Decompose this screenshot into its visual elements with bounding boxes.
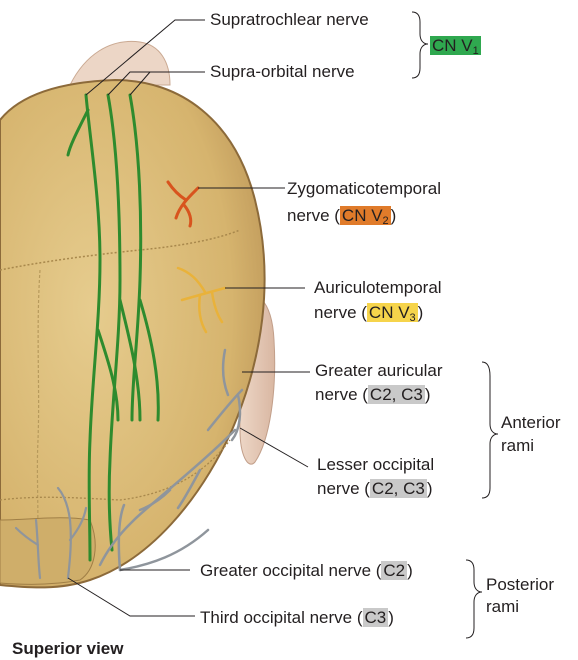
label-anterior-rami-line2: rami bbox=[501, 435, 534, 456]
label-supra-orbital-nerve: Supra-orbital nerve bbox=[210, 61, 355, 82]
brace-anterior-rami bbox=[482, 362, 498, 498]
label-third-occipital-nerve: Third occipital nerve (C3) bbox=[200, 607, 394, 628]
label-lesser-occipital-line1: Lesser occipital bbox=[317, 454, 434, 475]
lesser-occipital-segments: C2, C3 bbox=[370, 479, 427, 498]
label-greater-auricular-line2: nerve (C2, C3) bbox=[315, 384, 431, 405]
label-cn-v1: CN V1 bbox=[430, 35, 481, 56]
label-posterior-rami-line1: Posterior bbox=[486, 574, 554, 595]
braces bbox=[412, 12, 498, 638]
label-auriculotemporal-line1: Auriculotemporal bbox=[314, 277, 442, 298]
label-greater-occipital-nerve: Greater occipital nerve (C2) bbox=[200, 560, 413, 581]
view-caption: Superior view bbox=[12, 638, 123, 659]
label-zygomaticotemporal-line1: Zygomaticotemporal bbox=[287, 178, 441, 199]
label-posterior-rami-line2: rami bbox=[486, 596, 519, 617]
label-greater-auricular-line1: Greater auricular bbox=[315, 360, 443, 381]
third-occipital-segment: C3 bbox=[363, 608, 389, 627]
label-anterior-rami-line1: Anterior bbox=[501, 412, 561, 433]
label-auriculotemporal-line2: nerve (CN V3) bbox=[314, 302, 423, 323]
label-zygomaticotemporal-line2: nerve (CN V2) bbox=[287, 205, 396, 226]
forehead-skin bbox=[70, 41, 170, 85]
label-lesser-occipital-line2: nerve (C2, C3) bbox=[317, 478, 433, 499]
greater-occipital-segment: C2 bbox=[381, 561, 407, 580]
brace-cn-v1 bbox=[412, 12, 428, 78]
skull-cap bbox=[0, 80, 265, 587]
label-supratrochlear-nerve: Supratrochlear nerve bbox=[210, 9, 369, 30]
occipital-region bbox=[0, 518, 95, 584]
cn-v2-highlight: CN V2 bbox=[340, 206, 391, 225]
cn-v1-highlight: CN V1 bbox=[430, 36, 481, 55]
cn-v3-highlight: CN V3 bbox=[367, 303, 418, 322]
brace-posterior-rami bbox=[466, 560, 482, 638]
greater-auricular-segments: C2, C3 bbox=[368, 385, 425, 404]
